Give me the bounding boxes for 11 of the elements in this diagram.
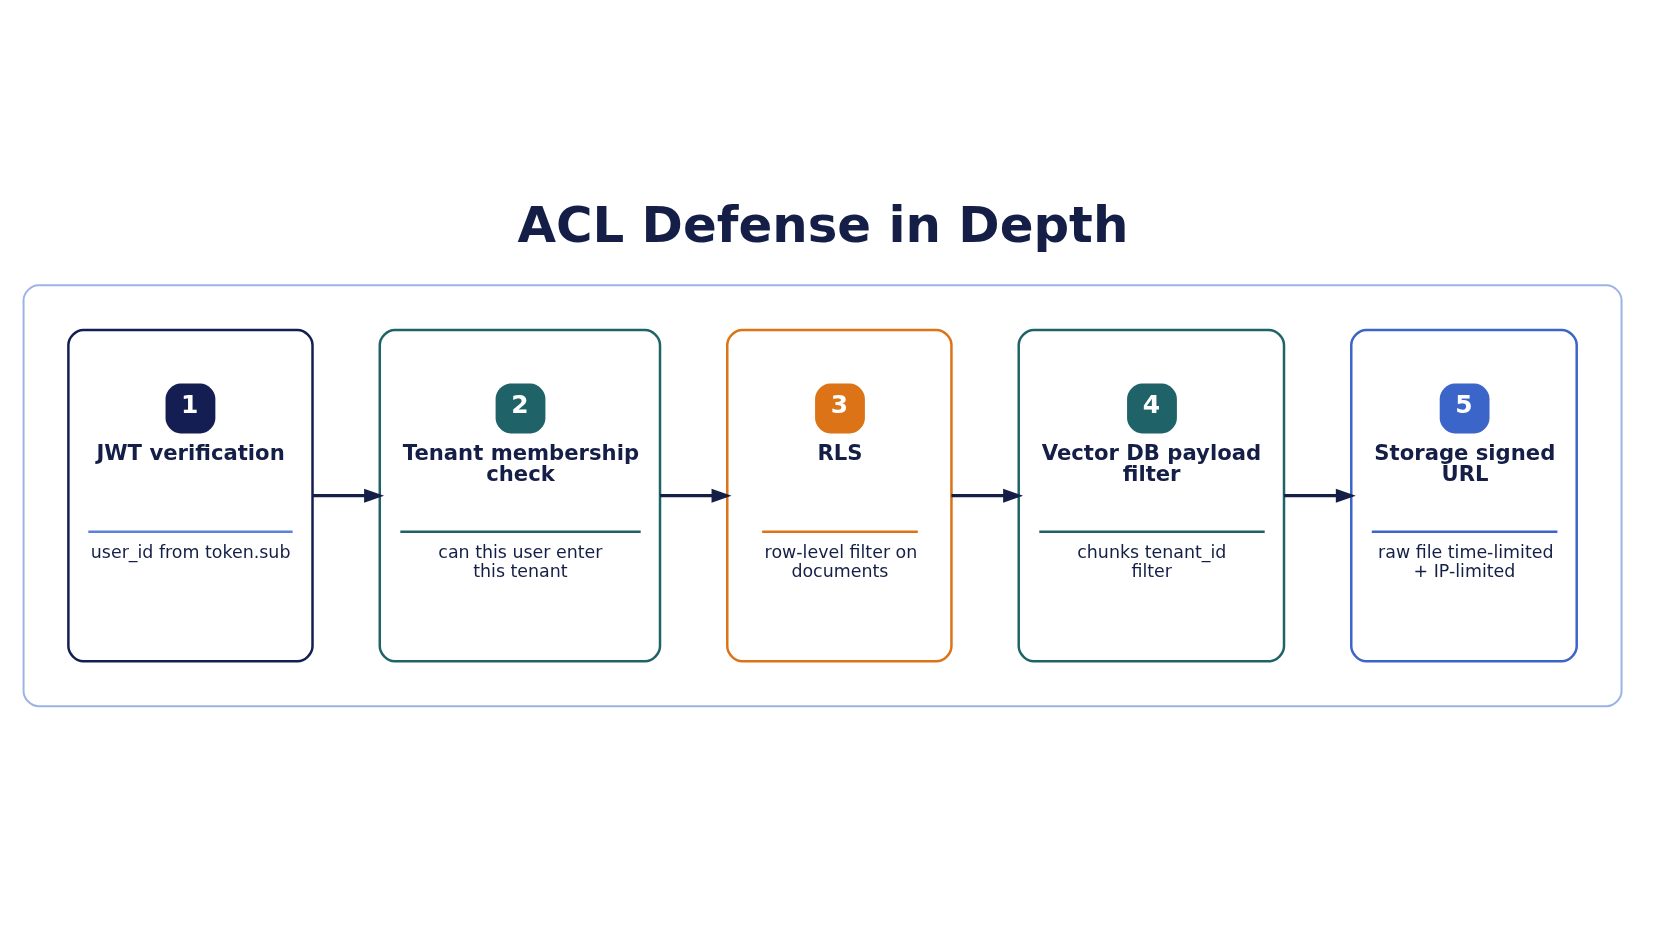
arrow [312,488,385,503]
node-box: 2 Tenant membership check can this user enter this tenant [378,328,662,663]
diagram-title: ACL Defense in Depth [517,195,1129,254]
arrow [951,488,1024,503]
node-box: 4 Vector DB payload filter chunks tenant_id filter [1017,328,1286,663]
arrow [1284,488,1356,503]
arrow [660,488,732,503]
node-box: 5 Storage signed URL raw file time-limited + IP-limited [1350,328,1578,663]
node-box: 3 RLS row-level filter on documents [726,328,953,663]
node-box: 1 JWT verification user_id from token.sub [67,328,314,663]
cluster [22,284,1623,708]
